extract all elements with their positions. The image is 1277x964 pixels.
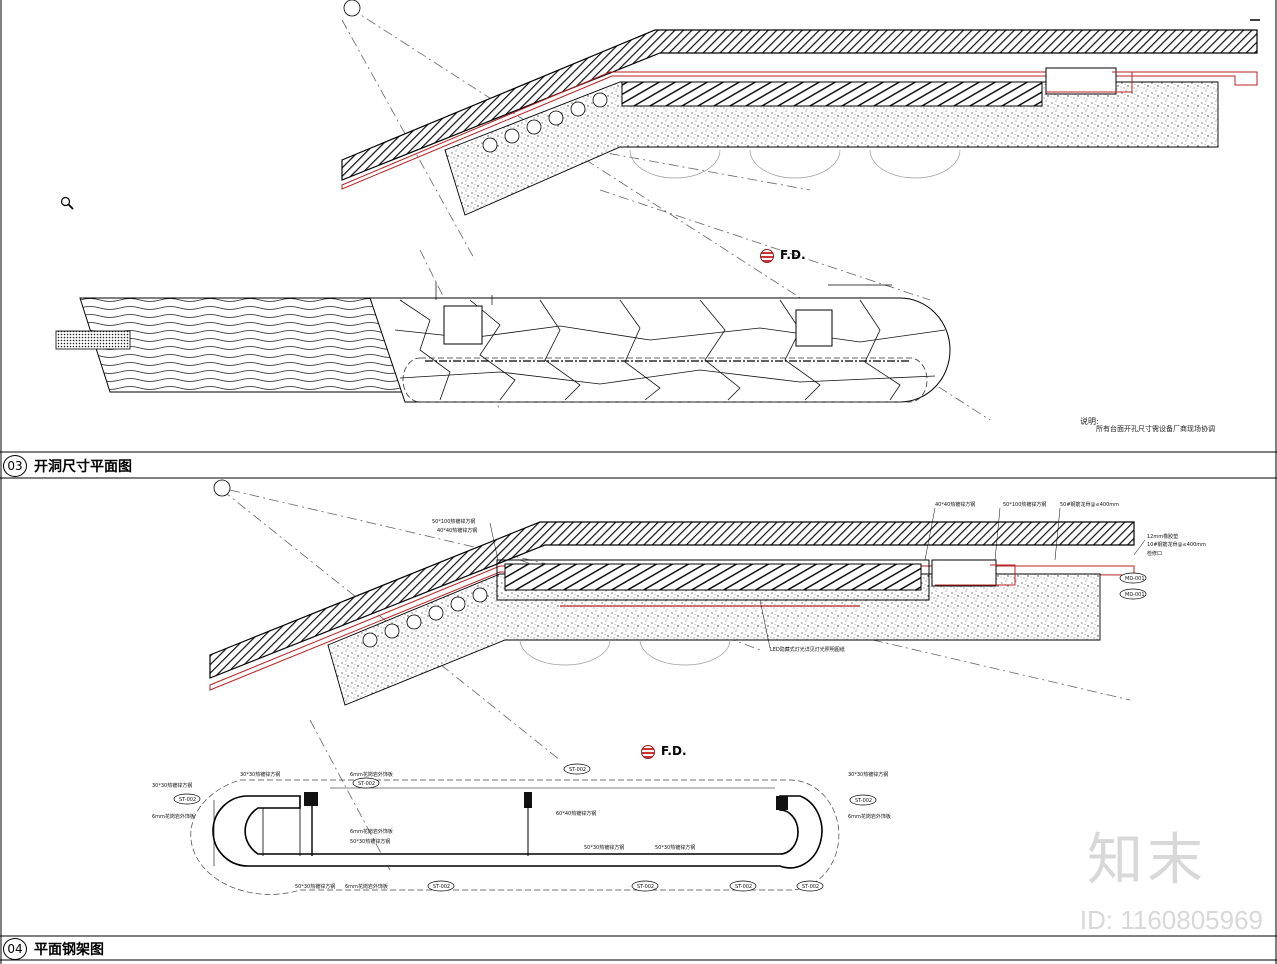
section-number-04: 04	[3, 938, 27, 960]
tag-st-5: ST-002	[433, 884, 450, 890]
watermark-id: ID: 1160805969	[1079, 905, 1263, 935]
anno-right-2: 10#钢筋龙骨@≤400mm	[1147, 541, 1206, 548]
anno-top-left-2: 40*40热镀锌方钢	[437, 527, 477, 534]
slab-top-03	[341, 29, 1258, 181]
anno-frame-3d: 50*30热镀锌方钢	[295, 883, 335, 890]
frame-post-left	[304, 792, 318, 806]
anno-frame-1b: 30*30热镀锌方钢	[240, 771, 280, 778]
note-body: 所有台面开孔尺寸需设备厂商现场协调	[1096, 425, 1215, 433]
anno-frame-3c: 50*30热镀锌方钢	[655, 844, 695, 851]
section-marker-top	[343, 0, 361, 17]
anno-top-right-1: 50*100热镀锌方钢	[1003, 501, 1046, 508]
anno-top-right-2: 50#钢筋龙骨@≤400mm	[1060, 501, 1119, 508]
anno-top-mid: 40*40热镀锌方钢	[935, 501, 975, 508]
concrete-base-04	[327, 573, 1101, 706]
glass-panel-04	[504, 563, 922, 591]
glass-panel-03	[621, 81, 1043, 107]
anno-right-1: 12mm橡胶垫	[1147, 533, 1178, 540]
slab-top-04	[209, 521, 1135, 679]
anno-frame-3b: 50*30热镀锌方钢	[584, 844, 624, 851]
section-number-03: 03	[3, 455, 27, 477]
tag-md-1: MD-001	[1125, 576, 1145, 582]
section-03-drawing	[55, 0, 1260, 421]
fd-label-03: F.D.	[760, 248, 806, 263]
tag-st-7: ST-002	[735, 884, 752, 890]
anno-frame-2: 6mm花岗岩外饰板	[350, 771, 393, 778]
note-heading: 说明:	[1080, 417, 1099, 426]
tag-md-2: MD-001	[1125, 592, 1145, 598]
tag-st-2: ST-002	[358, 781, 375, 787]
title-bar-03: 03 开洞尺寸平面图	[0, 454, 1277, 477]
anno-right-3: 检修口	[1147, 550, 1162, 557]
tag-st-3: ST-002	[569, 767, 586, 773]
anno-frame-1: 30*30热镀锌方钢	[152, 782, 192, 789]
frame-post-right	[776, 796, 788, 810]
anno-frame-2b: 6mm花岗岩外饰板	[350, 828, 393, 835]
grating-03	[55, 330, 131, 350]
fd-marker-icon	[760, 248, 774, 263]
title-bar-04: 04 平面钢架图	[0, 937, 1277, 960]
anno-bottom-mid: LED隐藏式灯光详见灯光照明图纸	[770, 646, 845, 653]
magnifier-icon	[60, 196, 74, 210]
section-title-04: 平面钢架图	[34, 942, 104, 958]
section-04-drawing: 50*100热镀锌方钢 40*40热镀锌方钢 40*40热镀锌方钢 50*100…	[152, 479, 1206, 895]
concrete-base-03	[444, 81, 1219, 216]
anno-frame-1c: 30*30热镀锌方钢	[848, 771, 888, 778]
anno-top-left-1: 50*100热镀锌方钢	[432, 518, 475, 525]
anno-frame-2d: 6mm花岗岩外饰板	[152, 813, 195, 820]
fd-label-04: F.D.	[641, 744, 687, 759]
tag-st-8: ST-002	[802, 884, 819, 890]
tag-st-1: ST-002	[179, 797, 196, 803]
fd-marker-icon	[641, 744, 655, 759]
anno-frame-4: 60*40热镀锌方钢	[556, 810, 596, 817]
anno-frame-2c: 6mm花岗岩外饰板	[848, 813, 891, 820]
tag-st-4: ST-002	[855, 798, 872, 804]
section-marker-04	[213, 479, 231, 497]
section-title-03: 开洞尺寸平面图	[34, 459, 132, 475]
anno-frame-2e: 6mm花岗岩外饰板	[345, 883, 388, 890]
tag-st-6: ST-002	[637, 884, 654, 890]
frame-post-mid	[524, 792, 532, 808]
watermark-logo: 知末	[1087, 828, 1207, 893]
anno-frame-3: 50*30热镀锌方钢	[350, 838, 390, 845]
steel-frame-plan	[212, 795, 823, 869]
